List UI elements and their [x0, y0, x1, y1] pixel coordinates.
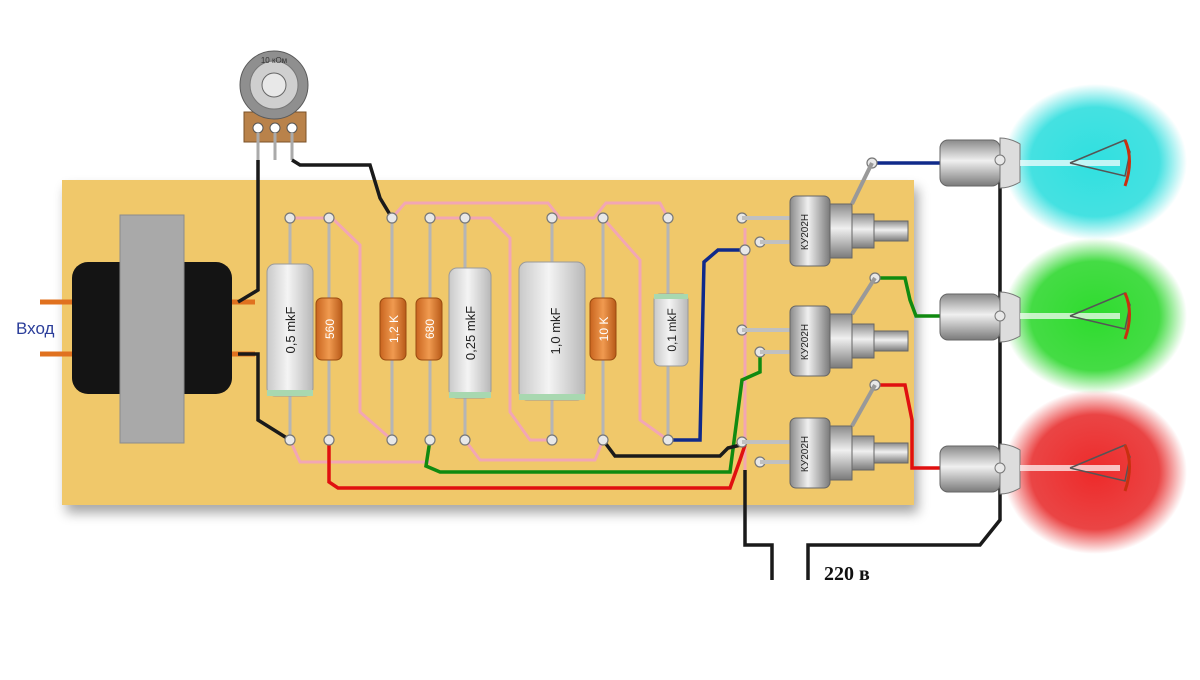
resistor-4-label: 10 K [597, 317, 611, 342]
mains-label: 220 в [824, 563, 870, 585]
resistor-3: 680 [415, 297, 443, 361]
potentiometer-label: 10 кОм [261, 56, 287, 65]
thyristor-3: КУ202Н [742, 384, 909, 489]
capacitor-2-label: 0,25 mkF [463, 306, 478, 360]
capacitor-4: 0,1 mkF [653, 293, 689, 367]
wires [237, 158, 1002, 580]
thyristor-3-label: КУ202Н [800, 436, 811, 472]
capacitor-2: 0,25 mkF [448, 267, 492, 399]
input-label: Вход [16, 319, 55, 338]
glow-bottom [1003, 390, 1187, 554]
thyristor-2: КУ202Н [742, 276, 909, 377]
thyristor-1: КУ202Н [742, 162, 909, 267]
resistor-1-label: 560 [323, 319, 337, 339]
capacitor-1-label: 0,5 mkF [283, 306, 298, 353]
thyristor-2-label: КУ202Н [800, 324, 811, 360]
resistor-4: 10 K [589, 297, 617, 361]
resistor-3-label: 680 [423, 319, 437, 339]
capacitor-1: 0,5 mkF [266, 263, 314, 397]
lamp-base-pads [994, 154, 1006, 474]
potentiometer [239, 50, 309, 160]
thyristor-1-label: КУ202Н [800, 214, 811, 250]
lamp-mid [939, 291, 1131, 343]
transformer [40, 214, 255, 444]
pink-traces [288, 201, 747, 470]
capacitor-3-label: 1,0 mkF [548, 307, 563, 354]
resistor-1: 560 [315, 297, 343, 361]
lamp-top [939, 137, 1131, 189]
resistor-2-label: 1,2 K [387, 315, 401, 343]
capacitor-3: 1,0 mkF [518, 261, 586, 401]
resistor-2: 1,2 K [379, 297, 407, 361]
capacitor-4-label: 0,1 mkF [665, 308, 679, 351]
